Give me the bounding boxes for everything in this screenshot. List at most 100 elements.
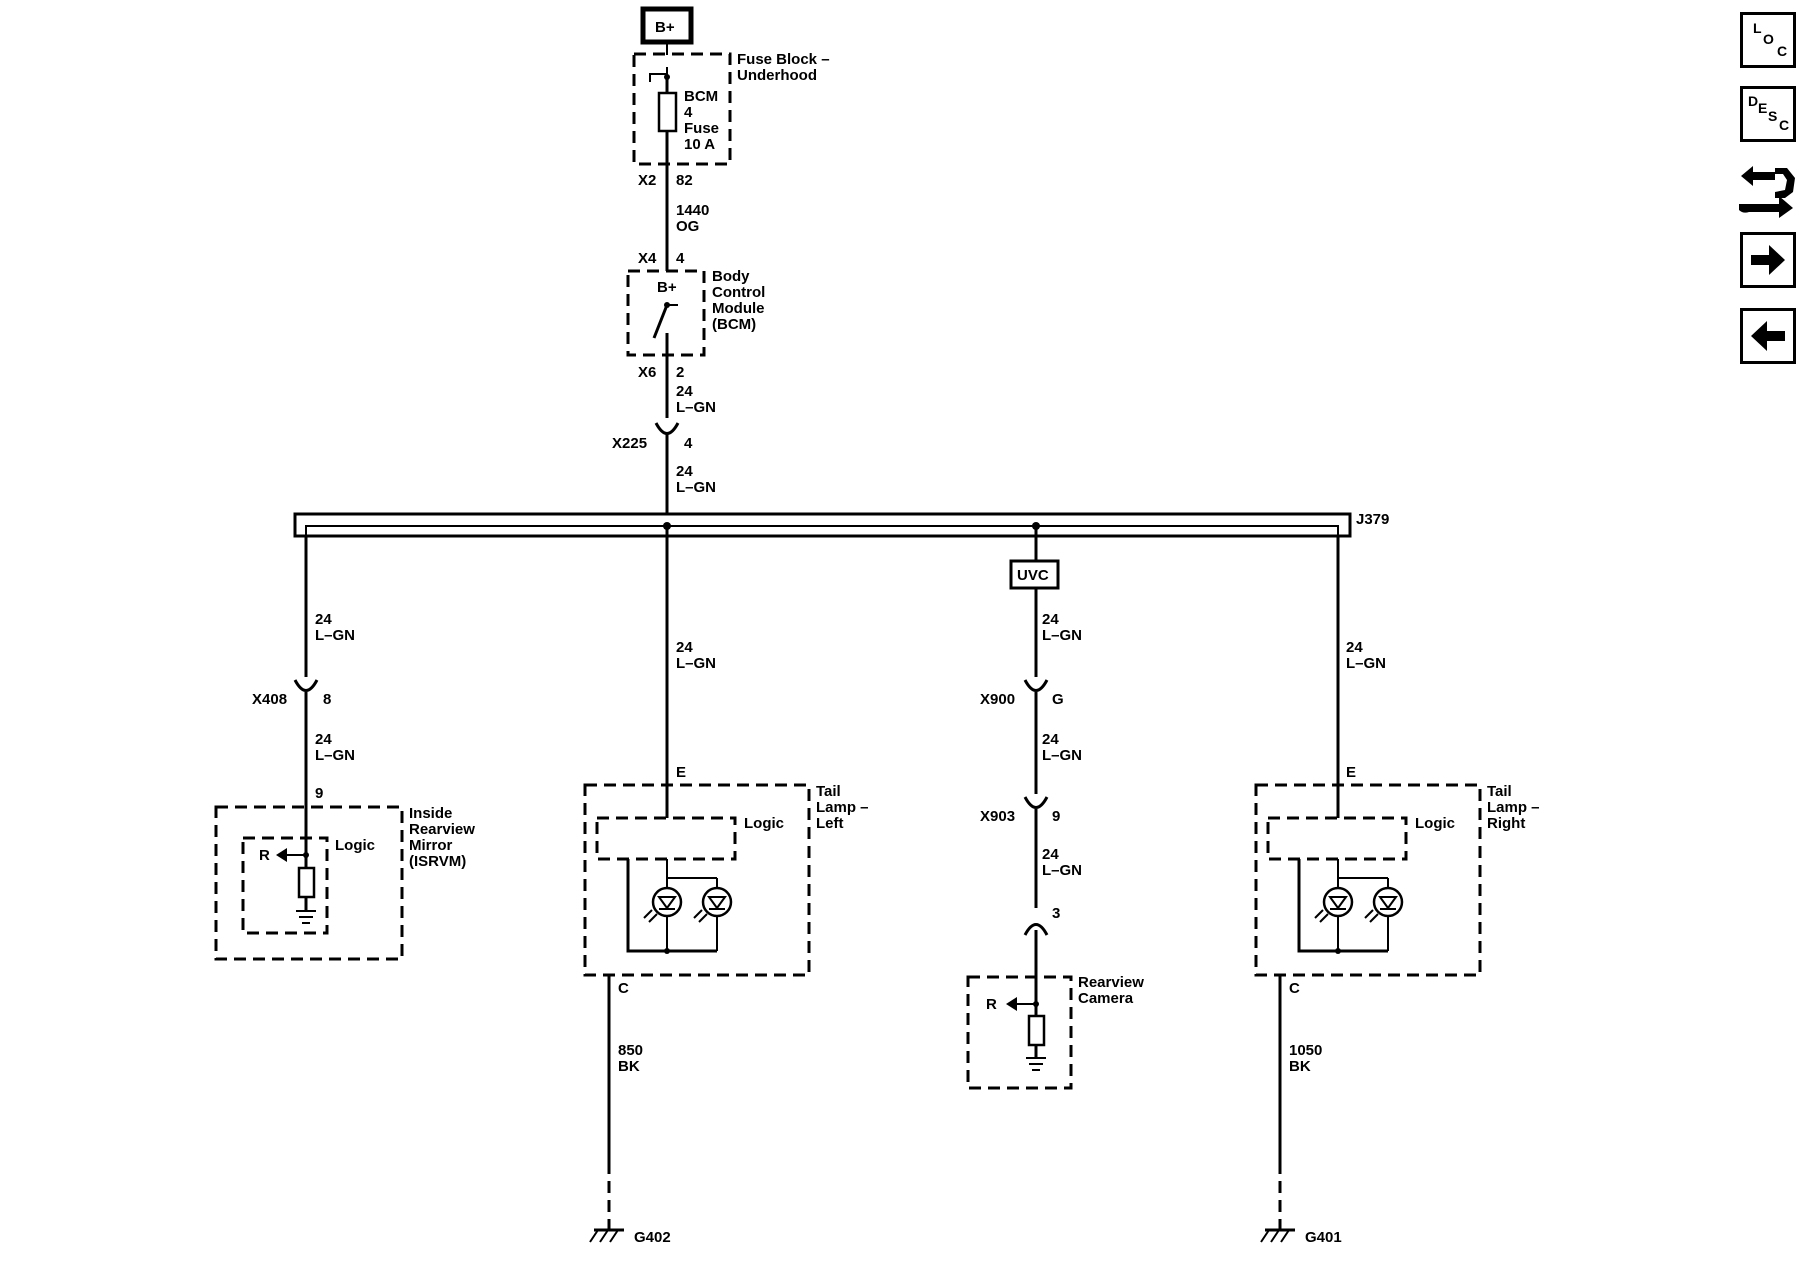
desc-letter-s: S: [1768, 108, 1778, 124]
description-button[interactable]: D E S C: [1740, 86, 1796, 142]
mirror-name-line3: Mirror: [409, 837, 453, 854]
bcm-name-line2: Control: [712, 284, 765, 301]
wire-24-label-g-circuit: 24: [1042, 731, 1059, 748]
tail-right-pin-c: C: [1289, 980, 1300, 997]
tail-left-name-line1: Tail: [816, 783, 841, 800]
wire-24-label-d-color: L–GN: [315, 747, 355, 764]
bcm-bplus-label: B+: [657, 279, 677, 296]
previous-page-button[interactable]: [1740, 308, 1796, 364]
fuse-label-line1: BCM: [684, 88, 718, 105]
camera-outline: [966, 975, 1073, 1090]
bcm-name-line1: Body: [712, 268, 750, 285]
fuse-block-outline: [632, 52, 732, 166]
tail-right-led-1-icon: [1314, 886, 1354, 923]
x900-connector-label: X900: [980, 691, 1015, 708]
tail-left-outline: [583, 783, 811, 977]
x900-pin-label: G: [1052, 691, 1064, 708]
x408-connector-symbol: [293, 679, 319, 692]
mirror-r-label: R: [259, 847, 270, 864]
next-page-button[interactable]: [1740, 232, 1796, 288]
x903-connector-label: X903: [980, 808, 1015, 825]
wire-24-label-c-circuit: 24: [315, 611, 332, 628]
tail-left-name-line3: Left: [816, 815, 844, 832]
wire-24-label-i-circuit: 24: [1346, 639, 1363, 656]
tail-left-led-1-icon: [643, 886, 683, 923]
mirror-name-line2: Rearview: [409, 821, 475, 838]
tail-right-outline: [1254, 783, 1482, 977]
loc-letter-c: C: [1777, 43, 1788, 59]
tail-left-led-2-icon: [693, 886, 733, 923]
tail-right-name-line3: Right: [1487, 815, 1525, 832]
mirror-logic-outline: [241, 836, 329, 935]
x903-connector-symbol: [1023, 796, 1049, 809]
wire-24-label-b-color: L–GN: [676, 479, 716, 496]
tail-left-name-line2: Lamp –: [816, 799, 869, 816]
tail-left-pin-e: E: [676, 764, 686, 781]
ground-g402-label: G402: [634, 1229, 671, 1246]
x408-connector-label: X408: [252, 691, 287, 708]
wire-1440-color: OG: [676, 218, 699, 235]
wire-24-label-g-color: L–GN: [1042, 747, 1082, 764]
bcm-pin-out: 2: [676, 364, 684, 381]
tail-right-name-line2: Lamp –: [1487, 799, 1540, 816]
wire-24-label-e-circuit: 24: [676, 639, 693, 656]
bcm-name-line3: Module: [712, 300, 765, 317]
loc-letter-o: O: [1763, 31, 1774, 47]
wire-24-label-b-circuit: 24: [676, 463, 693, 480]
bcm-switch-symbol: [652, 304, 669, 339]
wire-24-label-e-color: L–GN: [676, 655, 716, 672]
wire-1050-circuit: 1050: [1289, 1042, 1322, 1059]
ground-g402-icon: [589, 1228, 624, 1243]
bcm-connector-out: X6: [638, 364, 656, 381]
fuse-block-name-line1: Fuse Block –: [737, 51, 830, 68]
tail-left-logic-label: Logic: [744, 815, 784, 832]
fuse-block-pin: 82: [676, 172, 693, 189]
tail-right-name-line1: Tail: [1487, 783, 1512, 800]
splice-pack-label: J379: [1356, 511, 1389, 528]
location-button[interactable]: L O C: [1740, 12, 1796, 68]
mirror-name-line4: (ISRVM): [409, 853, 466, 870]
connector-view-icon[interactable]: [1735, 158, 1799, 222]
camera-ground-icon: [1026, 1057, 1046, 1071]
wire-24-label-a-circuit: 24: [676, 383, 693, 400]
wire-24-label-f-color: L–GN: [1042, 627, 1082, 644]
wire-1440-circuit: 1440: [676, 202, 709, 219]
desc-letter-d: D: [1748, 93, 1759, 109]
wire-850-circuit: 850: [618, 1042, 643, 1059]
tail-right-led-2-icon: [1364, 886, 1404, 923]
fuse-block-name-line2: Underhood: [737, 67, 817, 84]
camera-r-label: R: [986, 996, 997, 1013]
arrow-right-icon: [1751, 245, 1785, 275]
fuse-label-line3: Fuse: [684, 120, 719, 137]
wire-24-label-h-color: L–GN: [1042, 862, 1082, 879]
bcm-pin-in: 4: [676, 250, 685, 267]
mirror-resistor: [297, 866, 316, 899]
ground-g401-icon: [1260, 1228, 1295, 1243]
mirror-ground-icon: [296, 910, 316, 924]
mirror-outline: [214, 805, 404, 961]
fuse-label-line4: 10 A: [684, 136, 715, 153]
loc-letter-l: L: [1753, 20, 1762, 36]
desc-letter-e: E: [1758, 100, 1768, 116]
wire-24-label-d-circuit: 24: [315, 731, 332, 748]
bcm-name-line4: (BCM): [712, 316, 756, 333]
camera-connector-symbol: [1023, 923, 1049, 936]
tail-left-logic-outline: [595, 816, 737, 861]
x900-connector-symbol: [1023, 679, 1049, 692]
fuse-block-connector: X2: [638, 172, 656, 189]
wire-24-label-c-color: L–GN: [315, 627, 355, 644]
wire-24-label-h-circuit: 24: [1042, 846, 1059, 863]
mirror-logic-label: Logic: [335, 837, 375, 854]
wire-24-label-i-color: L–GN: [1346, 655, 1386, 672]
wire-850-color: BK: [618, 1058, 640, 1075]
x225-connector-label: X225: [612, 435, 647, 452]
mirror-pin-label: 9: [315, 785, 323, 802]
arrow-left-icon: [1751, 321, 1785, 351]
fuse-symbol: [657, 91, 678, 133]
fuse-label-line2: 4: [684, 104, 693, 121]
ground-g401-label: G401: [1305, 1229, 1342, 1246]
camera-name-line2: Camera: [1078, 990, 1134, 1007]
tail-right-logic-outline: [1266, 816, 1408, 861]
uvc-label: UVC: [1017, 567, 1049, 584]
camera-name-line1: Rearview: [1078, 974, 1144, 991]
